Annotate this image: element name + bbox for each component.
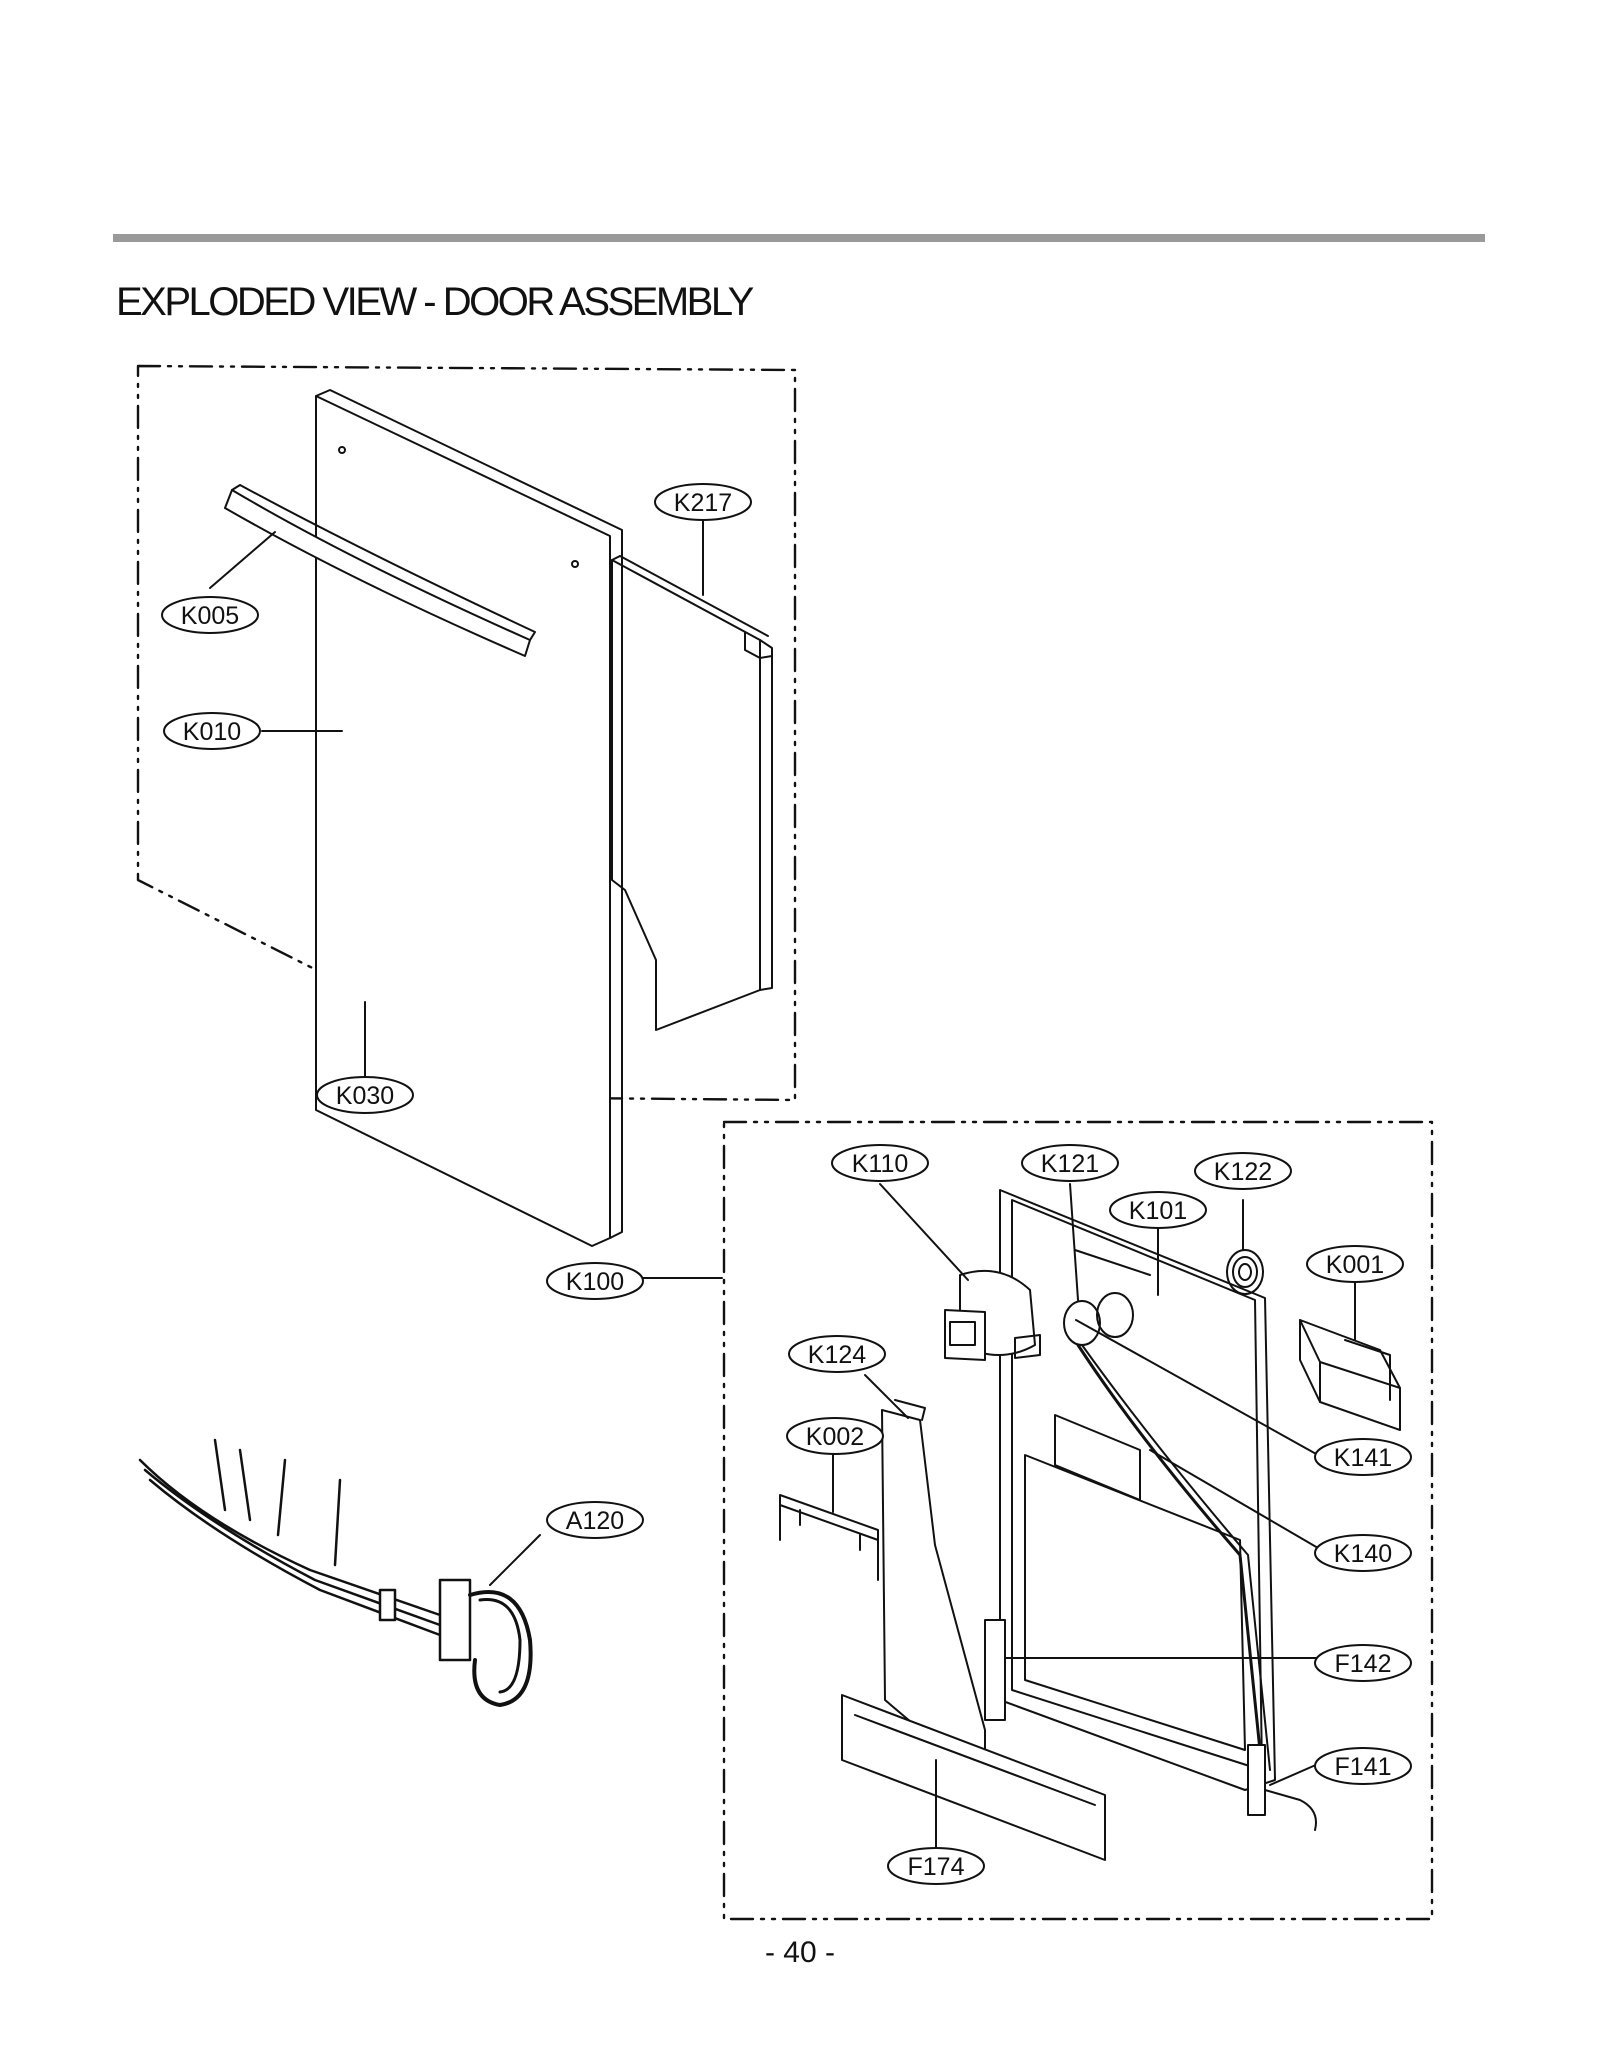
svg-text:K101: K101 [1129, 1197, 1187, 1225]
callout-k217: K217 [654, 483, 752, 521]
svg-text:K005: K005 [181, 602, 239, 630]
svg-text:F141: F141 [1335, 1753, 1392, 1781]
callout-k001: K001 [1306, 1245, 1404, 1283]
rear-door-panel [611, 559, 761, 1031]
page-number: - 40 - [764, 1936, 836, 1969]
callout-k122: K122 [1194, 1152, 1292, 1190]
toe-kick-bar [841, 1694, 1106, 1861]
hinge-bracket-left [984, 1619, 1006, 1721]
vent-grommet [1226, 1249, 1264, 1295]
detergent-cup [1299, 1319, 1401, 1431]
group-border-k100 [722, 1120, 1434, 1921]
page-title: EXPLODED VIEW - DOOR ASSEMBLY [116, 280, 754, 324]
callout-k140: K140 [1314, 1534, 1412, 1572]
header-rule [113, 234, 1485, 242]
svg-text:K100: K100 [566, 1268, 624, 1296]
svg-text:K122: K122 [1214, 1158, 1272, 1186]
panel-screw-hole [571, 560, 579, 568]
door-hose [1076, 1343, 1264, 1772]
hinge-bracket-right [1247, 1744, 1266, 1816]
svg-text:K002: K002 [806, 1423, 864, 1451]
callout-f141: F141 [1314, 1747, 1412, 1785]
clip-bracket [779, 1494, 879, 1581]
svg-text:K140: K140 [1334, 1540, 1392, 1568]
callout-k005: K005 [161, 596, 259, 634]
door-handle [224, 489, 531, 657]
callout-k124: K124 [788, 1335, 886, 1373]
callout-k100: K100 [546, 1262, 644, 1300]
svg-text:F174: F174 [908, 1853, 965, 1881]
svg-text:A120: A120 [566, 1507, 624, 1535]
callout-k110: K110 [831, 1144, 929, 1182]
callout-k030: K030 [316, 1076, 414, 1114]
dispenser-unit [944, 1269, 1041, 1361]
svg-text:K217: K217 [674, 489, 732, 517]
wire-harness [138, 1438, 533, 1707]
group-border-k030 [136, 364, 797, 1102]
svg-text:K001: K001 [1326, 1251, 1384, 1279]
callout-f142: F142 [1314, 1644, 1412, 1682]
side-channel [881, 1409, 986, 1756]
panel-screw-hole [338, 446, 346, 454]
callout-k121: K121 [1021, 1144, 1119, 1182]
detergent-cutout [1054, 1414, 1141, 1501]
callout-k141: K141 [1314, 1438, 1412, 1476]
svg-text:K030: K030 [336, 1082, 394, 1110]
callout-k101: K101 [1109, 1191, 1207, 1229]
callout-k010: K010 [163, 712, 261, 750]
front-door-panel [315, 395, 611, 1247]
inner-door-opening [1096, 1292, 1134, 1338]
svg-text:K010: K010 [183, 718, 241, 746]
svg-text:K124: K124 [808, 1341, 866, 1369]
svg-text:F142: F142 [1335, 1650, 1392, 1678]
callout-f174: F174 [887, 1847, 985, 1885]
svg-text:K141: K141 [1334, 1444, 1392, 1472]
svg-text:K121: K121 [1041, 1150, 1099, 1178]
callout-k002: K002 [786, 1417, 884, 1455]
callout-a120: A120 [546, 1501, 644, 1539]
svg-text:K110: K110 [852, 1150, 909, 1178]
